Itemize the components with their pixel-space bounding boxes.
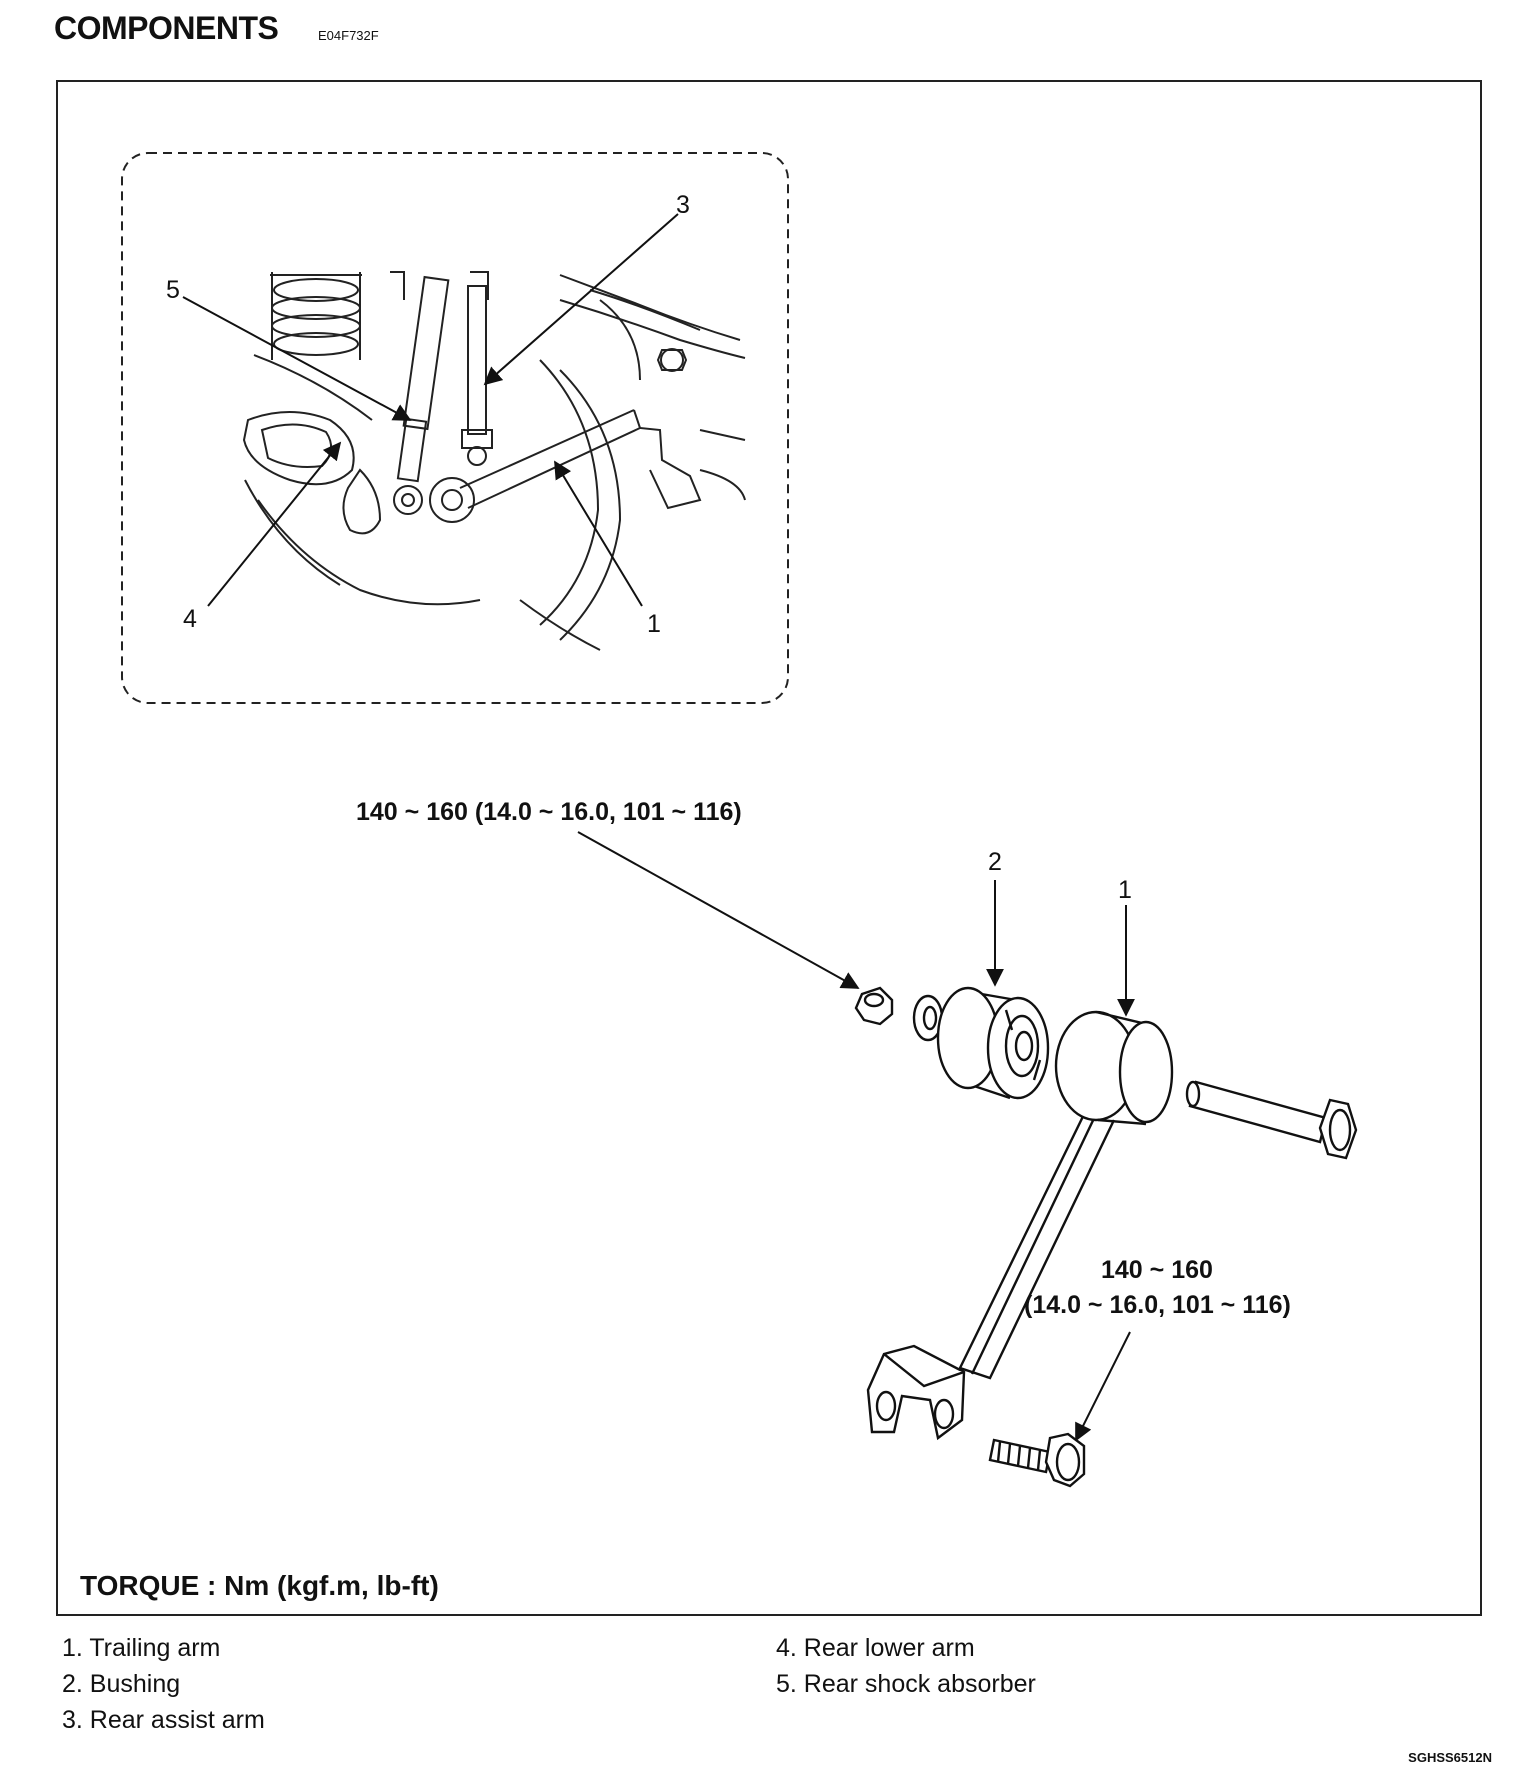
diagram-frame — [56, 80, 1482, 1616]
section-code: E04F732F — [318, 28, 379, 43]
lower-arm-illustration — [242, 354, 373, 486]
inset-callout-5: 5 — [166, 276, 180, 304]
inset-callout-3: 3 — [676, 191, 690, 219]
assist-arm-illustration — [461, 285, 493, 466]
nut-spec-leader — [577, 831, 860, 989]
legend-item: 3. Rear assist arm — [62, 1706, 265, 1734]
legend-item: 1. Trailing arm — [62, 1634, 221, 1662]
parts-legend-right: 4. Rear lower arm 5. Rear shock absorber — [776, 1630, 1036, 1702]
shock-absorber-illustration — [393, 275, 450, 515]
image-reference-code: SGHSS6512N — [1408, 1750, 1492, 1765]
trailing-arm-part — [866, 1010, 1174, 1441]
legend-item: 5. Rear shock absorber — [776, 1670, 1036, 1698]
inset-callout-1: 1 — [647, 610, 661, 638]
bolt-torque-spec-line1: 140 ~ 160 — [1101, 1256, 1213, 1284]
main-callout-2: 2 — [988, 848, 1002, 876]
inset-dashed-box — [121, 152, 789, 704]
nut-part — [854, 986, 894, 1026]
legend-item: 4. Rear lower arm — [776, 1634, 975, 1662]
main-callout-1: 1 — [1118, 876, 1132, 904]
inset-callout-lines — [182, 213, 679, 607]
bolt-torque-spec-line2: (14.0 ~ 16.0, 101 ~ 116) — [1024, 1291, 1291, 1319]
washer-part — [912, 994, 944, 1042]
nut-torque-spec: 140 ~ 160 (14.0 ~ 16.0, 101 ~ 116) — [356, 798, 742, 826]
inset-callout-4: 4 — [183, 605, 197, 633]
coil-spring-illustration — [270, 272, 362, 360]
bolt-spec-leader — [1075, 1331, 1131, 1442]
page-title: COMPONENTS — [54, 10, 279, 46]
inset-suspension-illustration — [242, 271, 746, 651]
bushing-part — [936, 986, 1050, 1100]
through-bolt-part — [1185, 1080, 1358, 1160]
legend-item: 2. Bushing — [62, 1670, 181, 1698]
bracket-bolt-part — [988, 1432, 1086, 1488]
trailing-arm-illustration — [429, 409, 702, 523]
torque-units-note: TORQUE : Nm (kgf.m, lb-ft) — [80, 1570, 439, 1601]
parts-legend-left: 1. Trailing arm 2. Bushing 3. Rear assis… — [62, 1630, 265, 1738]
